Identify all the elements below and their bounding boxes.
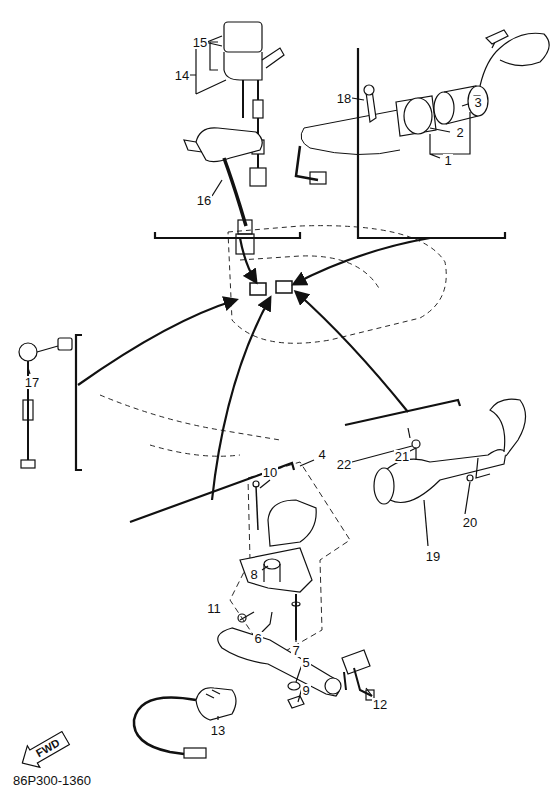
callout-number: 3 — [473, 96, 482, 109]
callout-number: 13 — [210, 724, 226, 737]
callout-number: 17 — [24, 376, 40, 389]
callout-number: 20 — [462, 516, 478, 529]
arrow-shape — [16, 727, 72, 774]
callout-number: 18 — [336, 92, 352, 105]
callout-number: 14 — [174, 69, 190, 82]
direction-arrow: FWD — [15, 725, 74, 774]
callout-number: 2 — [455, 126, 464, 139]
callout-number: 11 — [206, 602, 222, 615]
callout-number: 4 — [317, 448, 326, 461]
callout-number: 5 — [301, 656, 310, 669]
callout-number: 7 — [291, 644, 300, 657]
callout-number: 1 — [443, 154, 452, 167]
callout-number: 12 — [372, 698, 388, 711]
callout-number: 22 — [336, 458, 352, 471]
callout-number: 6 — [253, 632, 262, 645]
callout-number: 21 — [394, 450, 410, 463]
callout-number: 15 — [192, 36, 208, 49]
callout-number: 19 — [425, 550, 441, 563]
drawing-code: 86P300-1360 — [12, 774, 92, 787]
callout-number: 9 — [301, 684, 310, 697]
callout-number: 8 — [249, 568, 258, 581]
callout-number: 10 — [262, 466, 278, 479]
callout-number: 16 — [196, 194, 212, 207]
